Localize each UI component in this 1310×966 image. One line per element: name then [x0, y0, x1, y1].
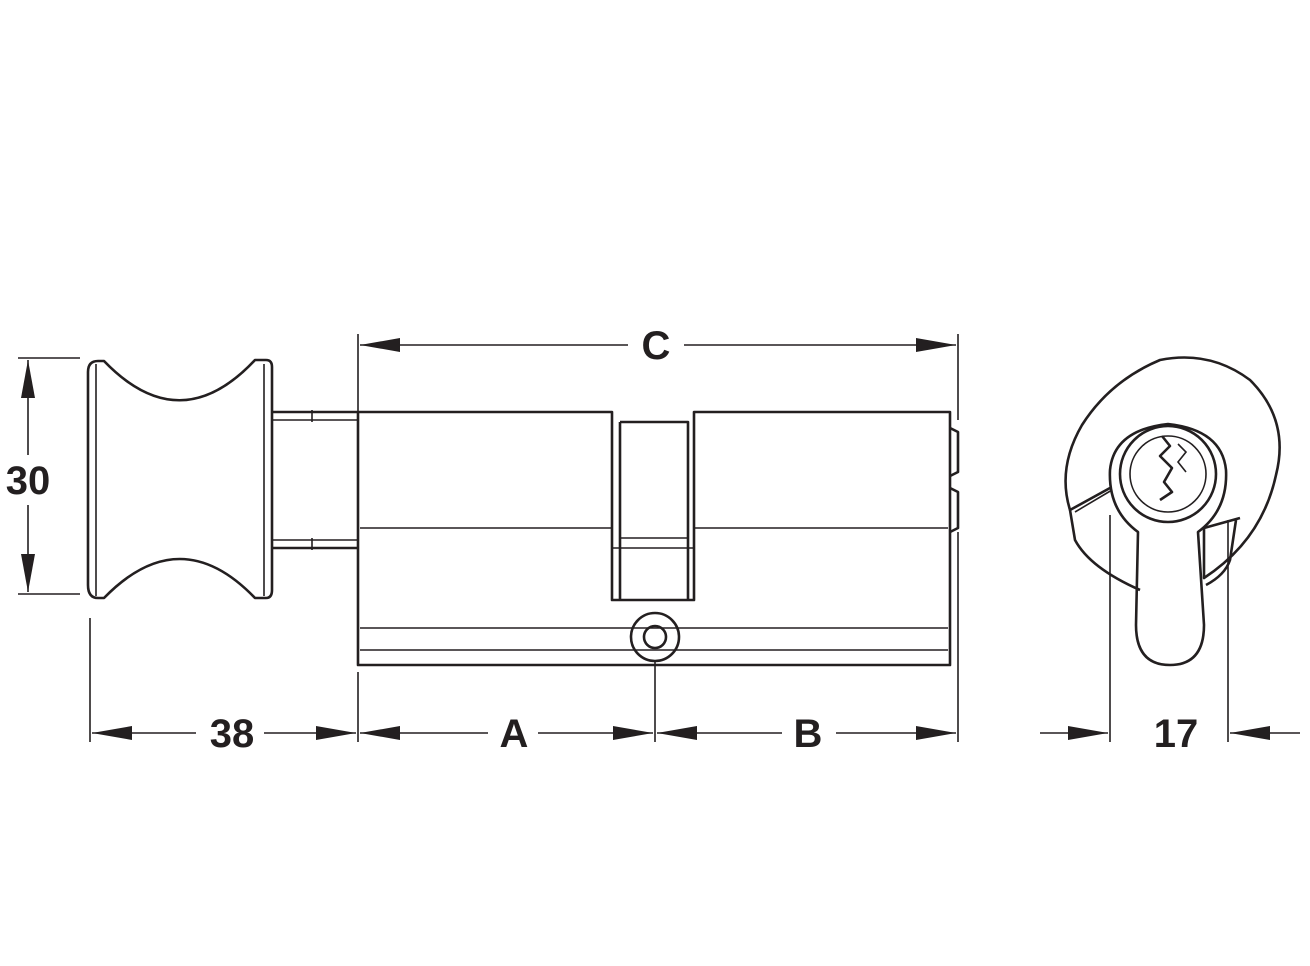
height-dimension: 30: [6, 357, 80, 595]
arrow-right: [613, 726, 653, 740]
cam-width-dimension: 17: [1040, 515, 1300, 756]
side-a-label: A: [500, 712, 529, 756]
arrow-right: [1068, 726, 1108, 740]
arrow-left: [92, 726, 132, 740]
side-b-label: B: [794, 712, 823, 756]
arrow-left: [360, 338, 400, 352]
cam-width-label: 17: [1154, 712, 1199, 756]
overall-dimension: C: [357, 324, 959, 420]
arrow-right: [916, 726, 956, 740]
arrow-up: [21, 360, 35, 398]
arrow-left: [1230, 726, 1270, 740]
arrow-right: [916, 338, 956, 352]
thumb-turn-knob: [86, 358, 358, 600]
cylinder-end-view: [1064, 356, 1281, 667]
arrow-left: [360, 726, 400, 740]
arrow-down: [21, 554, 35, 592]
bottom-dimensions: 38 A B: [89, 532, 959, 756]
knob-length-label: 38: [210, 712, 255, 756]
cylinder-body: [356, 410, 960, 667]
arrow-left: [657, 726, 697, 740]
overall-label: C: [642, 324, 671, 368]
arrow-right: [316, 726, 356, 740]
height-label: 30: [6, 459, 51, 503]
